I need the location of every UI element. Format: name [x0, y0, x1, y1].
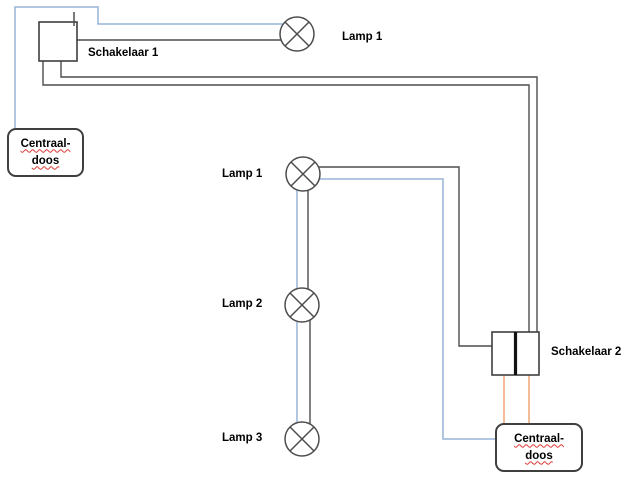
schakelaar1-symbol	[38, 21, 78, 62]
lamp3-label: Lamp 3	[222, 432, 263, 444]
centraaldoos-left-box: Centraal- doos	[7, 128, 84, 177]
wire-blue-lamp1-mid-to-centraaldoos-right	[303, 178, 497, 440]
wire-dark-schakelaar1-to-schakelaar2-a	[60, 61, 538, 333]
lamp2-symbol	[284, 287, 320, 323]
centraaldoos-right-label-line2: doos	[525, 449, 553, 462]
lamp1-top-label: Lamp 1	[342, 31, 383, 43]
lamp1-mid-label: Lamp 1	[222, 168, 263, 180]
wire-dark-schakelaar1-to-schakelaar2-b	[42, 61, 530, 333]
centraaldoos-left-label-line2: doos	[31, 154, 60, 167]
lamp2-label: Lamp 2	[222, 298, 263, 310]
wire-blue-centraaldoos-left-to-lamp1-top	[14, 6, 297, 128]
lamp3-symbol	[284, 421, 320, 457]
lamp1-mid-symbol	[285, 156, 321, 192]
wire-dark-lamp1-mid-to-schakelaar2	[303, 166, 493, 347]
schakelaar1-label: Schakelaar 1	[88, 47, 159, 59]
schakelaar2-label: Schakelaar 2	[551, 346, 622, 358]
centraaldoos-right-label-line1: Centraal-	[514, 432, 564, 445]
centraaldoos-right-box: Centraal- doos	[495, 423, 583, 472]
centraaldoos-left-label-line1: Centraal-	[20, 137, 71, 150]
lamp1-top-symbol	[279, 16, 315, 52]
